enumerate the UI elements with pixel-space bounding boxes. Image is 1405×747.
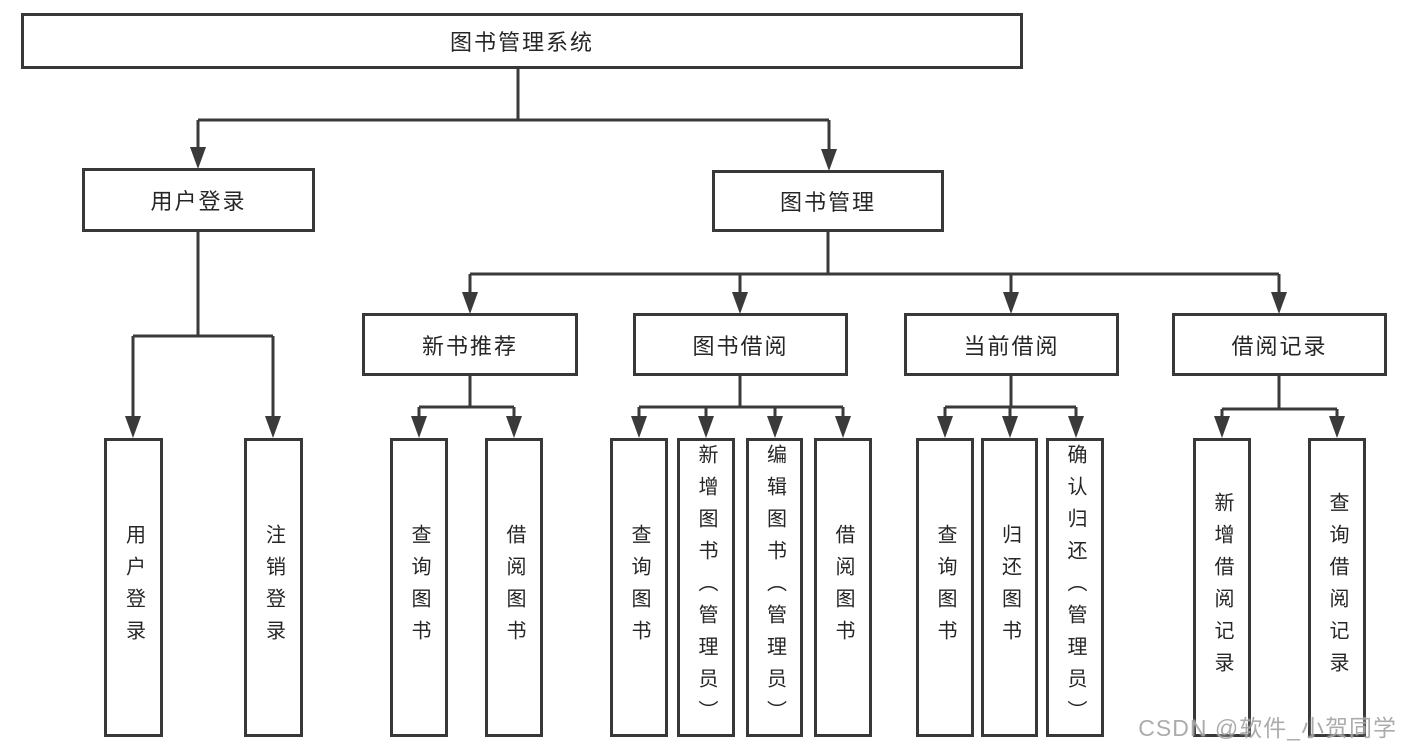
node-new-book-recommend: 新书推荐 (362, 313, 578, 376)
leaf-logout: 注销登录 (244, 438, 303, 737)
arrowhead (265, 416, 281, 438)
connector-book-borrow-to-leaves (631, 376, 851, 438)
connector-current-borrow-to-leaves (937, 376, 1084, 438)
arrowhead (767, 416, 783, 438)
arrowhead (462, 292, 478, 314)
connector-root-to-level2 (190, 69, 837, 171)
node-label: 用户登录 (150, 189, 247, 214)
node-borrow-records: 借阅记录 (1172, 313, 1387, 376)
arrowhead (631, 416, 647, 438)
leaf-query-borrow-record: 查询借阅记录 (1308, 438, 1366, 737)
node-label: 查询图书 (628, 523, 650, 652)
node-label: 图书借阅 (692, 333, 789, 359)
arrowhead (506, 416, 522, 438)
leaf-confirm-return-admin: 确认归还（管理员） (1046, 438, 1104, 737)
leaf-borrow-books-recommend: 借阅图书 (485, 438, 543, 737)
arrowhead (1068, 416, 1084, 438)
arrowhead (190, 147, 206, 169)
connector-user-login-to-leaves (125, 232, 281, 438)
connector-borrow-records-to-leaves (1214, 376, 1345, 438)
leaf-query-books-recommend: 查询图书 (390, 438, 448, 737)
node-current-borrow: 当前借阅 (904, 313, 1119, 376)
node-label: 编辑图书（管理员） (763, 443, 786, 732)
node-book-borrow: 图书借阅 (633, 313, 848, 376)
node-library-management-system: 图书管理系统 (21, 13, 1023, 69)
arrowhead (1214, 416, 1230, 438)
leaf-query-books-current: 查询图书 (916, 438, 974, 737)
node-label: 归还图书 (998, 523, 1021, 652)
arrowhead (1329, 416, 1345, 438)
arrowhead (698, 416, 714, 438)
node-label: 图书管理系统 (449, 30, 594, 55)
node-label: 新增借阅记录 (1211, 491, 1233, 684)
leaf-user-login: 用户登录 (104, 438, 163, 737)
leaf-query-books-borrow: 查询图书 (610, 438, 668, 737)
node-label: 图书管理 (779, 190, 876, 215)
node-book-management: 图书管理 (712, 170, 944, 232)
node-user-login: 用户登录 (82, 168, 315, 232)
connector-new-book-recommend-to-leaves (411, 376, 522, 438)
node-label: 查询借阅记录 (1326, 491, 1348, 684)
node-label: 新增图书（管理员） (695, 443, 717, 732)
node-label: 查询图书 (934, 523, 956, 652)
leaf-return-books: 归还图书 (981, 438, 1038, 737)
node-label: 注销登录 (262, 523, 285, 652)
node-label: 查询图书 (408, 523, 430, 652)
arrowhead (1002, 416, 1018, 438)
leaf-borrow-books: 借阅图书 (814, 438, 872, 737)
arrowhead (937, 416, 953, 438)
leaf-add-books-admin: 新增图书（管理员） (677, 438, 735, 737)
leaf-add-borrow-record: 新增借阅记录 (1193, 438, 1251, 737)
leaf-edit-books-admin: 编辑图书（管理员） (746, 438, 803, 737)
node-label: 新书推荐 (421, 333, 518, 359)
node-label: 用户登录 (122, 523, 145, 652)
arrowhead (1003, 292, 1019, 314)
node-label: 当前借阅 (963, 333, 1060, 359)
arrowhead (411, 416, 427, 438)
arrowhead (125, 416, 141, 438)
node-label: 借阅图书 (832, 523, 854, 652)
arrowhead (732, 292, 748, 314)
arrowhead (1271, 292, 1287, 314)
node-label: 借阅记录 (1231, 333, 1328, 359)
node-label: 借阅图书 (503, 523, 525, 652)
csdn-watermark: CSDN @软件_小贺同学 (1138, 715, 1397, 741)
connector-book-management-to-level3 (462, 232, 1287, 314)
arrowhead (835, 416, 851, 438)
node-label: 确认归还（管理员） (1064, 443, 1086, 732)
arrowhead (821, 149, 837, 171)
